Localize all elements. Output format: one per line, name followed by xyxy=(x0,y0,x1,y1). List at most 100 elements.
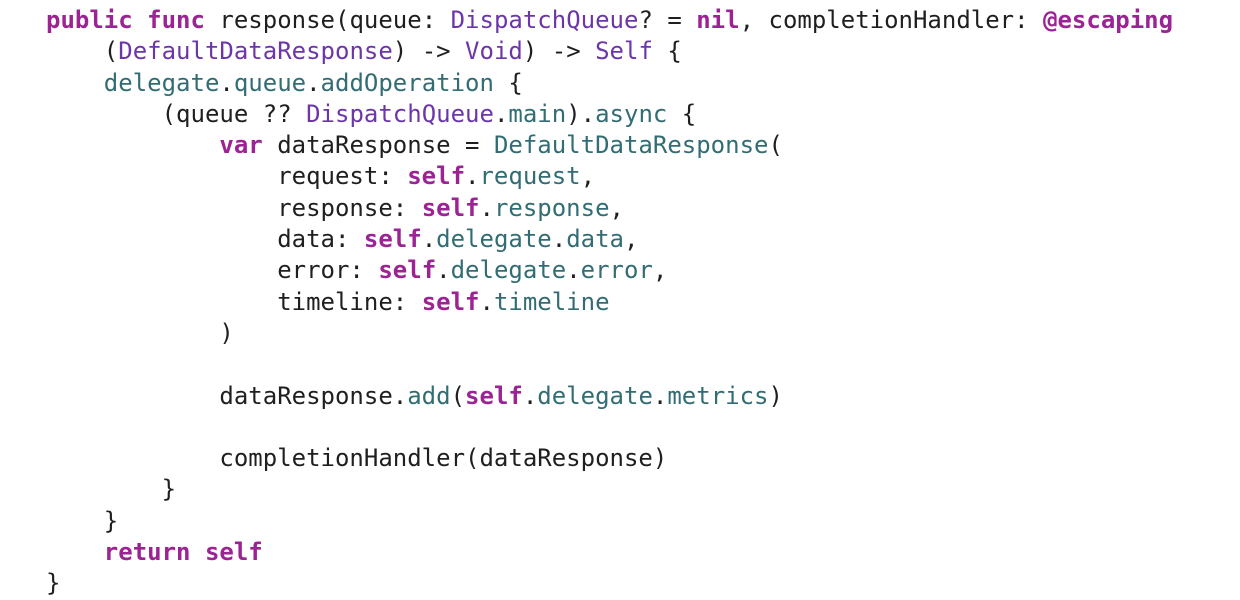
code-line: timeline: self.timeline xyxy=(46,287,1173,318)
code-text: ) -> xyxy=(522,37,596,66)
code-type-name: Void xyxy=(465,37,523,66)
code-keyword: return xyxy=(103,538,191,567)
code-text: ? = xyxy=(638,6,697,34)
code-text: error: xyxy=(277,256,379,285)
code-text: ) xyxy=(219,318,234,347)
code-line: var dataResponse = DefaultDataResponse( xyxy=(46,130,1173,161)
code-type-name: Self xyxy=(595,37,653,66)
code-keyword: self xyxy=(204,538,263,567)
code-type-name: DefaultDataResponse xyxy=(118,37,393,66)
code-indent xyxy=(46,288,277,316)
code-keyword: self xyxy=(407,162,466,191)
code-text: . xyxy=(465,162,480,191)
code-indent xyxy=(46,37,104,65)
code-text: . xyxy=(219,68,234,97)
code-text: . xyxy=(551,225,567,254)
code-text: , completionHandler: xyxy=(739,6,1044,34)
code-text: completionHandler(dataResponse) xyxy=(219,444,668,473)
code-text: } xyxy=(46,569,61,598)
code-member: request xyxy=(479,162,581,191)
code-line xyxy=(46,412,1173,443)
code-line: data: self.delegate.data, xyxy=(46,224,1173,255)
code-line: request: self.request, xyxy=(46,161,1173,192)
code-text: . xyxy=(522,381,538,410)
code-member: metrics xyxy=(667,381,769,410)
code-indent xyxy=(46,194,277,222)
code-type-name: DispatchQueue xyxy=(306,99,494,128)
code-line: (queue ?? DispatchQueue.main).async { xyxy=(46,99,1173,130)
code-text: . xyxy=(493,99,509,128)
code-text: timeline: xyxy=(277,287,422,316)
code-member: delegate xyxy=(103,68,220,97)
code-text: } xyxy=(103,506,119,535)
code-text: , xyxy=(609,193,624,222)
code-line: response: self.response, xyxy=(46,193,1173,224)
code-text xyxy=(191,538,205,566)
code-line: (DefaultDataResponse) -> Void) -> Self { xyxy=(46,36,1173,67)
code-member: timeline xyxy=(493,287,610,316)
code-text: ( xyxy=(768,131,783,160)
code-indent xyxy=(46,162,277,190)
code-text: . xyxy=(436,256,451,285)
code-member: error xyxy=(580,256,653,285)
code-member: delegate xyxy=(537,381,653,410)
code-line: dataResponse.add(self.delegate.metrics) xyxy=(46,381,1173,412)
code-indent xyxy=(46,382,219,410)
code-text: . xyxy=(421,225,437,254)
code-keyword: self xyxy=(378,256,437,285)
code-keyword: public xyxy=(46,6,133,34)
code-keyword: self xyxy=(465,381,523,410)
code-keyword: self xyxy=(363,225,422,254)
code-member: DefaultDataResponse xyxy=(493,131,769,160)
code-text: data: xyxy=(277,225,364,254)
code-text: { xyxy=(493,68,523,97)
code-text: (queue ?? xyxy=(161,99,307,128)
code-line: completionHandler(dataResponse) xyxy=(46,443,1173,474)
code-text: . xyxy=(479,193,494,222)
code-text: , xyxy=(623,225,639,254)
code-text: dataResponse. xyxy=(219,381,408,410)
code-keyword: self xyxy=(421,287,480,316)
code-keyword: nil xyxy=(696,6,740,34)
code-indent xyxy=(46,319,219,347)
code-text: response: xyxy=(277,193,422,222)
code-text: . xyxy=(566,256,581,285)
code-member: delegate xyxy=(436,225,552,254)
code-line: return self xyxy=(46,537,1173,568)
code-keyword: @escaping xyxy=(1043,6,1174,34)
code-text: ( xyxy=(103,37,119,66)
code-text: { xyxy=(667,99,697,128)
code-keyword: func xyxy=(147,6,205,34)
code-text: } xyxy=(161,475,177,504)
code-line: } xyxy=(46,506,1173,537)
code-indent xyxy=(46,225,277,253)
code-indent xyxy=(46,69,104,97)
code-member: queue xyxy=(233,68,307,97)
code-text xyxy=(133,6,147,34)
code-line: public func response(queue: DispatchQueu… xyxy=(46,5,1173,36)
code-member: async xyxy=(595,99,668,128)
code-indent xyxy=(46,256,277,284)
code-type-name: DispatchQueue xyxy=(450,6,639,34)
code-line: ) xyxy=(46,318,1173,349)
code-text: ). xyxy=(566,99,596,128)
code-member: main xyxy=(508,99,567,128)
code-member: delegate xyxy=(450,256,567,285)
code-line: } xyxy=(46,568,1173,599)
code-text: { xyxy=(652,37,682,66)
code-keyword: self xyxy=(421,193,480,222)
code-text: ) -> xyxy=(392,37,466,66)
code-indent xyxy=(46,444,219,472)
code-text: request: xyxy=(277,162,408,191)
code-editor: public func response(queue: DispatchQueu… xyxy=(46,5,1173,600)
code-indent xyxy=(46,538,104,566)
code-member: data xyxy=(566,225,624,254)
code-text: . xyxy=(306,68,321,97)
code-text: ( xyxy=(450,381,466,410)
code-line: } xyxy=(46,474,1173,505)
code-text: , xyxy=(580,162,596,191)
code-member: addOperation xyxy=(320,68,494,97)
code-text: . xyxy=(652,381,668,410)
code-indent xyxy=(46,475,162,503)
code-text: dataResponse = xyxy=(262,131,494,160)
